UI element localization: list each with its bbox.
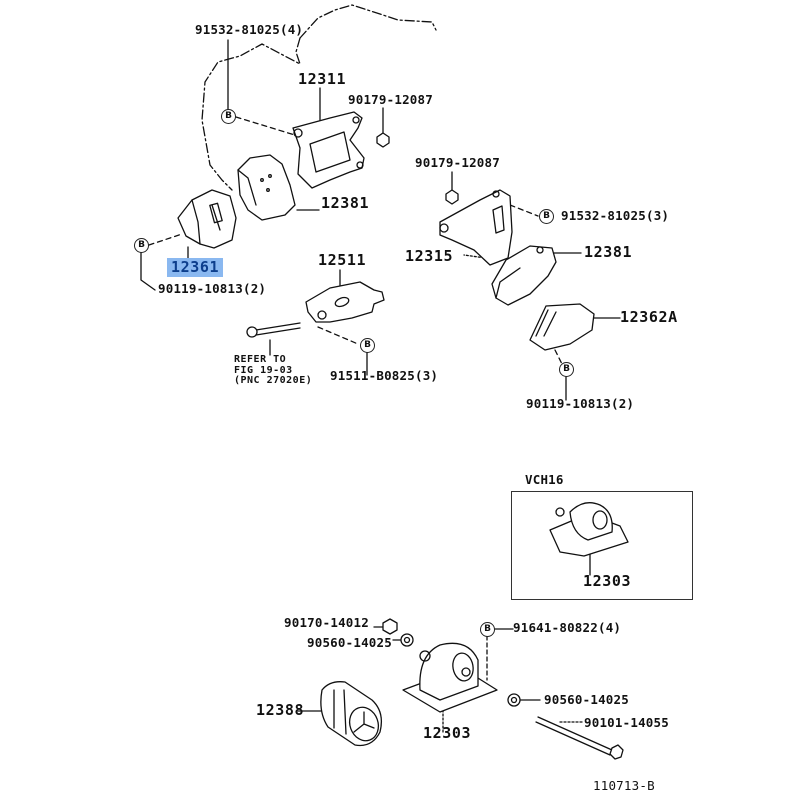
part-12362a-mount [529,303,595,351]
part-12511-bracket [305,281,385,323]
part-label-90560-14025-a[interactable]: 90560-14025 [307,635,392,650]
part-label-90560-14025-b[interactable]: 90560-14025 [544,692,629,707]
refer-note-line-2: FIG 19-03 [234,364,293,376]
figure-code: 110713-B [593,778,655,793]
bolt-refer-fig [246,322,301,338]
washer-90560-14025-a [400,633,414,647]
nut-90179-12087-b [445,189,459,205]
part-12381-right [491,245,557,306]
part-label-12381-b[interactable]: 12381 [584,243,633,261]
part-12303-mount [402,642,498,713]
nut-90170-14012 [382,618,398,635]
part-label-12303[interactable]: 12303 [423,724,472,742]
bolt-marker-b: B [480,622,495,637]
inset-frame-vch16 [511,491,693,600]
bolt-marker-b: B [221,109,236,124]
bolt-marker-b: B [539,209,554,224]
part-label-12381-a[interactable]: 12381 [321,194,370,212]
nut-90179-12087-a [376,132,390,148]
inset-title-vch16: VCH16 [525,472,564,487]
part-label-12311[interactable]: 12311 [298,70,347,88]
part-label-91532-81025-4[interactable]: 91532-81025(4) [195,22,304,37]
part-label-90101-14055[interactable]: 90101-14055 [584,715,669,730]
part-label-12361-highlighted[interactable]: 12361 [167,258,224,277]
bolt-marker-b: B [559,362,574,377]
part-label-12315[interactable]: 12315 [405,247,454,265]
part-label-90170-14012[interactable]: 90170-14012 [284,615,369,630]
part-label-91641-80822-4[interactable]: 91641-80822(4) [513,620,622,635]
part-label-90119-10813-a[interactable]: 90119-10813(2) [158,281,267,296]
washer-90560-14025-b [507,693,521,707]
part-12381-left [237,154,296,221]
part-label-12511[interactable]: 12511 [318,251,367,269]
part-label-91532-81025-3[interactable]: 91532-81025(3) [561,208,670,223]
part-label-12388[interactable]: 12388 [256,701,305,719]
part-label-12362a[interactable]: 12362A [620,308,678,326]
refer-note-line-3: (PNC 27020E) [234,375,313,386]
inset-part-12303 [549,502,629,557]
part-12388-bushing [320,681,383,747]
refer-note-line-1: REFER TO [234,354,287,365]
part-12361-mount [177,189,237,249]
bolt-90101-14055 [535,716,624,760]
bolt-marker-b: B [360,338,375,353]
engine-outline-left [201,37,301,191]
part-label-90179-12087-a[interactable]: 90179-12087 [348,92,433,107]
part-12315-bracket [439,189,513,266]
part-label-90119-10813-b[interactable]: 90119-10813(2) [526,396,635,411]
engine-outline [299,4,437,39]
bolt-marker-b: B [134,238,149,253]
part-label-90179-12087-b[interactable]: 90179-12087 [415,155,500,170]
part-label-12303-inset[interactable]: 12303 [583,572,632,590]
part-label-91511-b0825-3[interactable]: 91511-B0825(3) [330,368,439,383]
part-12311-bracket [292,111,365,189]
refer-to-figure-note[interactable]: REFER TO FIG 19-03 (PNC 27020E) [234,354,313,387]
